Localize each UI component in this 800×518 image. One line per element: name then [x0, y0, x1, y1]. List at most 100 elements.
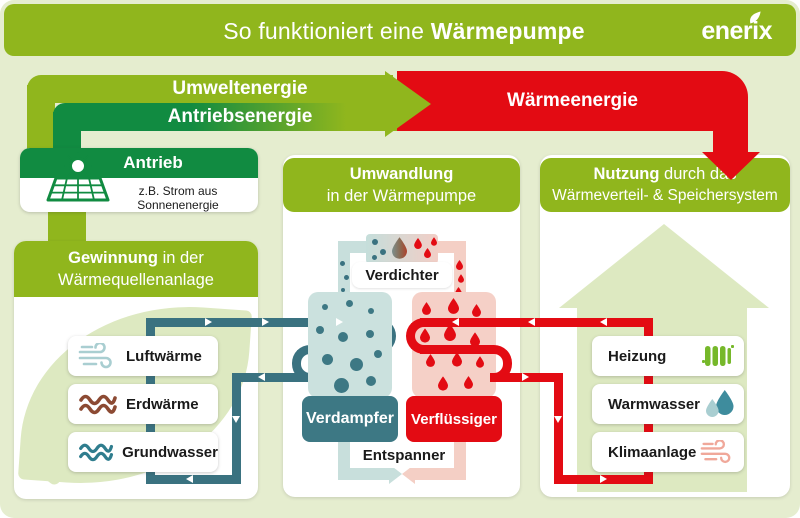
verdichter-label: Verdichter — [352, 262, 452, 288]
row-label: Erdwärme — [126, 395, 199, 413]
verdampfer-label: Verdampfer — [302, 396, 398, 442]
row-label: Heizung — [608, 347, 667, 365]
leaf-icon — [750, 11, 761, 24]
waerme-band: Wärmeenergie — [397, 71, 748, 131]
antrieb-card-header: Antrieb — [20, 148, 258, 178]
umwandlung-title-line2: in der Wärmepumpe — [326, 187, 477, 205]
nutzung-header: Nutzung durch das Wärmeverteil- & Speich… — [540, 158, 790, 212]
umwandlung-title-line1: Umwandlung — [349, 164, 454, 183]
usage-row-warmwasser: Warmwasser — [592, 384, 744, 424]
flow-arrow-left — [186, 475, 193, 483]
gas-dot — [340, 261, 345, 266]
gewinnung-header: Gewinnung in der Wärmequellenanlage — [14, 241, 258, 297]
expansion-arrow-left — [402, 464, 415, 484]
bubble — [322, 304, 328, 310]
flow-arrow-left — [528, 318, 535, 326]
header-bar: So funktioniert eine Wärmepumpe enerix — [4, 4, 796, 56]
bubble — [366, 376, 376, 386]
source-row-grundwasser: Grundwasser — [68, 432, 218, 472]
liquid-drop — [426, 354, 435, 367]
umwelt-band-horizontal — [27, 75, 393, 103]
green-arrowhead — [385, 71, 431, 137]
expansion-pipe-pink-horizontal — [414, 468, 466, 480]
brand-text: enerix — [701, 17, 772, 45]
antrieb-subtitle: z.B. Strom aus Sonnenenergie — [137, 184, 219, 212]
bubble — [368, 308, 374, 314]
liquid-drop — [414, 238, 422, 249]
waermeenergie-label: Wärmeenergie — [507, 90, 638, 111]
flow-arrow-left — [452, 318, 459, 326]
wind-icon — [78, 343, 112, 369]
bubble — [316, 326, 324, 334]
gas-dot — [372, 255, 377, 260]
bubble — [338, 332, 348, 342]
gas-dot — [372, 239, 378, 245]
liquid-drop — [424, 248, 431, 258]
row-label: Grundwasser — [122, 443, 218, 461]
gas-dot — [344, 275, 349, 280]
water-drops-icon — [706, 390, 734, 417]
gewinnung-title-line1: Gewinnung in der — [68, 248, 204, 267]
liquid-drop — [452, 352, 462, 367]
liquid-drop — [431, 237, 437, 246]
gas-dot — [341, 288, 345, 292]
umwandlung-header: Umwandlung in der Wärmepumpe — [283, 158, 520, 212]
source-pipe-bottom — [146, 475, 241, 484]
usage-row-klimaanlage: Klimaanlage — [592, 432, 744, 472]
bubble — [366, 330, 374, 338]
liquid-drop — [422, 302, 431, 315]
row-label: Luftwärme — [126, 347, 202, 365]
verfluessiger-label: Verflüssiger — [406, 396, 502, 442]
liquid-drop — [472, 304, 481, 317]
flow-arrow-right — [205, 318, 212, 326]
page-title-bold: Wärmepumpe — [430, 18, 585, 44]
page-title: So funktioniert eine Wärmepumpe — [4, 18, 800, 45]
liquid-drop — [448, 298, 459, 314]
row-label: Warmwasser — [608, 395, 700, 413]
liquid-drop — [456, 260, 463, 270]
flow-arrow-down — [554, 416, 562, 423]
gas-dot — [380, 249, 386, 255]
source-row-erdwaerme: Erdwärme — [68, 384, 218, 424]
flow-arrow-down — [232, 416, 240, 423]
usage-row-heizung: Heizung — [592, 336, 744, 376]
bubble — [346, 300, 353, 307]
liquid-drop — [458, 274, 464, 283]
condenser-coil-pass2 — [420, 345, 492, 354]
source-pipe-return — [232, 373, 316, 382]
brand-logo: enerix — [701, 11, 772, 46]
waerme-band-vertical — [713, 126, 748, 156]
heating-pipe-top — [420, 318, 653, 327]
liquid-drop — [476, 356, 484, 368]
refrigerant-pipe-gas-vertical — [338, 241, 350, 297]
flow-arrow-right — [336, 318, 343, 326]
source-pipe-vertical-return — [232, 373, 241, 484]
bubble — [322, 354, 333, 365]
expansion-pipe-blue-horizontal — [338, 468, 392, 480]
page-title-regular: So funktioniert eine — [223, 18, 425, 44]
nutzung-title-line2: Wärmeverteil- & Speichersystem — [552, 186, 778, 204]
radiator-icon — [702, 345, 734, 366]
flow-arrow-left — [258, 373, 265, 381]
water-waves-icon — [79, 443, 114, 462]
red-arrowhead-down — [702, 152, 760, 180]
condenser-coil-bend-left — [406, 318, 428, 354]
solar-panel-icon — [46, 152, 110, 202]
entspanner-label: Entspanner — [354, 442, 454, 468]
umwelt-band-stub — [48, 208, 86, 244]
antrieb-band-horizontal — [53, 103, 398, 131]
source-row-luftwaerme: Luftwärme — [68, 336, 218, 376]
gewinnung-title-line2: Wärmequellenanlage — [58, 271, 214, 289]
expansion-arrow-right — [389, 464, 402, 484]
antrieb-title: Antrieb — [123, 153, 183, 172]
house-roof — [559, 224, 769, 308]
heating-pipe-vertical-down — [554, 373, 563, 484]
row-label: Klimaanlage — [608, 443, 697, 461]
flow-arrow-right — [262, 318, 269, 326]
bubble — [334, 378, 349, 393]
flow-arrow-right — [522, 373, 529, 381]
evaporator-body — [308, 292, 392, 398]
umweltenergie-label: Umweltenergie — [172, 78, 308, 99]
liquid-drop — [438, 376, 448, 391]
